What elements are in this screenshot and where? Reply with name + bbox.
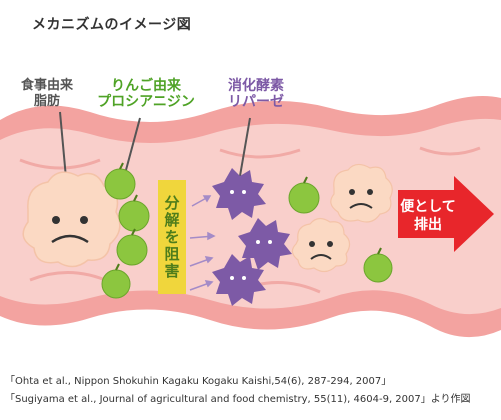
fat-label: 食事由来 脂肪 xyxy=(20,78,73,109)
fat-blob-small xyxy=(291,163,393,273)
inhibition-arrows xyxy=(189,195,216,291)
citation-2: 「Sugiyama et al., Journal of agricultura… xyxy=(5,394,471,405)
excrete-label-box: 便として 排出 xyxy=(394,180,490,252)
inhibit-banner: 分解を阻害 xyxy=(158,180,186,294)
lipase-pointer xyxy=(239,117,251,177)
apple-procyanidin-label: りんご由来 プロシアニジン xyxy=(97,78,195,110)
page-title: メカニズムのイメージ図 xyxy=(32,17,192,33)
fat-blob-large xyxy=(22,171,121,268)
lipase-label: 消化酵素 リパーゼ xyxy=(228,78,284,110)
excrete-label: 便として 排出 xyxy=(400,199,456,233)
apple xyxy=(101,168,393,299)
apple-stems xyxy=(115,162,382,271)
lipase-enzyme xyxy=(212,168,292,306)
fat-pointer xyxy=(59,111,67,179)
apple-pointer xyxy=(125,117,141,171)
citation-1: 「Ohta et al., Nippon Shokuhin Kagaku Kog… xyxy=(5,376,392,387)
excrete-arrow xyxy=(398,176,494,252)
lipase-faces xyxy=(230,190,272,280)
